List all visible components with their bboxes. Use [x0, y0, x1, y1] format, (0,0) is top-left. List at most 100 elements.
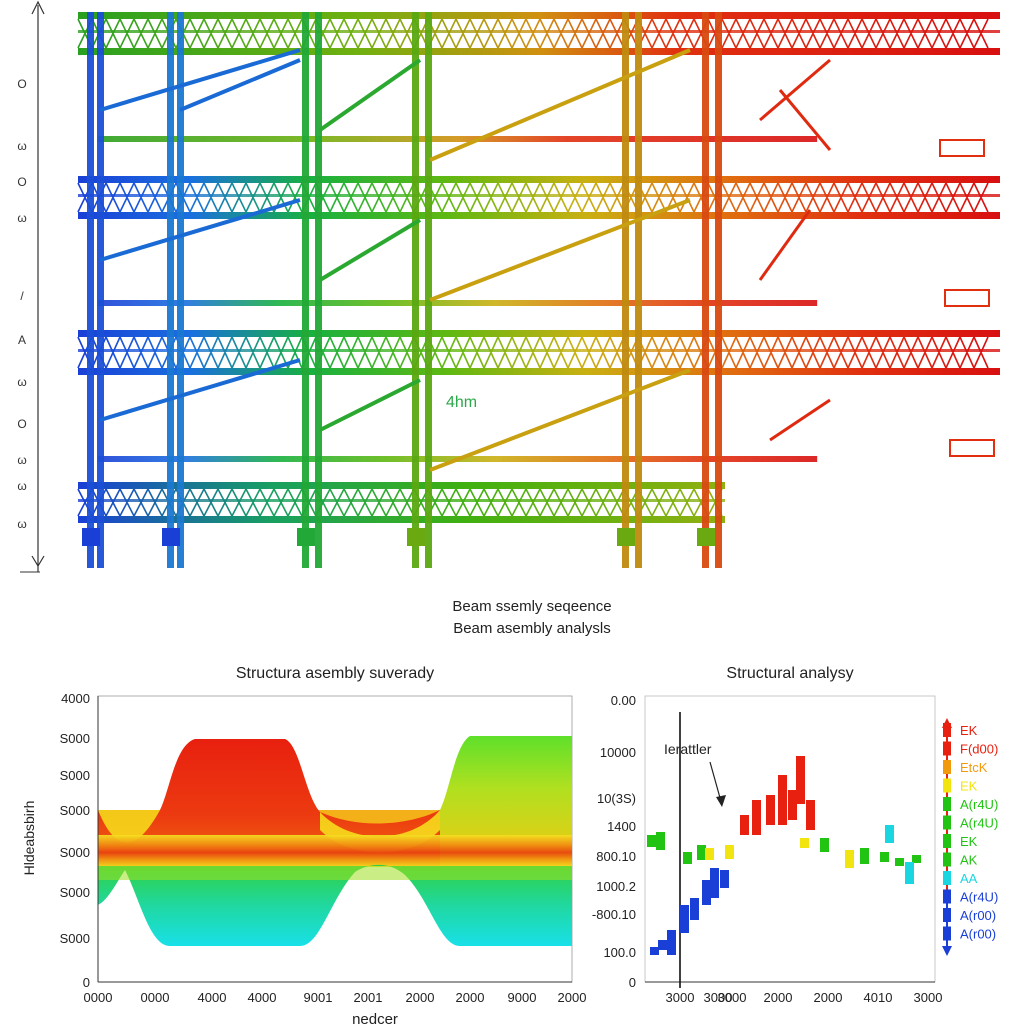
column-foot	[617, 528, 635, 546]
platform-railing	[944, 289, 990, 307]
column-foot	[297, 528, 315, 546]
heatmap-y-tick: S000	[60, 931, 90, 946]
heatmap-y-tick: S000	[60, 845, 90, 860]
legend-swatch	[943, 815, 951, 830]
bar	[705, 848, 714, 860]
bar	[650, 947, 659, 955]
platform-railing	[949, 439, 995, 457]
truss-column	[622, 12, 629, 568]
truss-column	[87, 12, 94, 568]
bar	[766, 795, 775, 825]
scene-axis-mark: ω	[17, 479, 26, 493]
heatmap-x-label: nedcer	[352, 1011, 398, 1024]
truss-column	[635, 12, 642, 568]
bar	[725, 845, 734, 859]
scene-axis-mark: O	[17, 77, 26, 91]
truss-tier	[77, 12, 1000, 142]
bar-y-tick: 10000	[600, 745, 636, 760]
legend-entry: AA	[960, 871, 978, 886]
bar	[905, 862, 914, 884]
bar-x-tick: 3000	[718, 990, 747, 1005]
column-foot	[407, 528, 425, 546]
truss-brace	[179, 58, 301, 112]
bar-series-green	[647, 832, 921, 866]
heatmap-x-tick: 2000	[558, 990, 587, 1005]
scene-axis-mark: O	[17, 417, 26, 431]
bar-x-tick: 2000	[814, 990, 843, 1005]
scene-axis-mark: ω	[17, 139, 26, 153]
truss-tier	[77, 330, 1000, 462]
truss-column	[702, 12, 709, 568]
bar-chart: Ierattler 0.001000010(3S)1400800.101000.…	[592, 693, 998, 1005]
heatmap-x-tick: 2001	[354, 990, 383, 1005]
legend-swatch	[943, 926, 951, 941]
legend-entry: EK	[960, 834, 978, 849]
caption-line-1: Beam ssemly seqeence	[452, 598, 612, 615]
scene-axis-mark: ω	[17, 375, 26, 389]
legend-swatch	[943, 760, 951, 774]
truss-brace	[429, 198, 691, 302]
legend-entry: A(r4U)	[960, 816, 998, 831]
bar	[656, 832, 665, 850]
heatmap-y-tick: 4000	[61, 691, 90, 706]
scene-axis-mark: O	[17, 175, 26, 189]
heatmap-x-tick: 0000	[84, 990, 113, 1005]
bar	[806, 800, 815, 830]
bar-x-tick: 3000	[666, 990, 695, 1005]
bar	[690, 898, 699, 920]
truss-brace	[429, 48, 691, 162]
bar-legend: EKF(d00)EtcKEKA(r4U)A(r4U)EKAKAAA(r4U)A(…	[942, 718, 998, 956]
bar	[796, 756, 805, 804]
truss-brace	[99, 198, 301, 262]
legend-entry: A(r4U)	[960, 890, 998, 905]
truss-column	[412, 12, 419, 568]
bar	[667, 930, 676, 955]
platform-railing	[939, 139, 985, 157]
bar	[740, 815, 749, 835]
legend-swatch	[943, 778, 951, 793]
caption-line-2: Beam asembly analysls	[453, 620, 611, 637]
legend-entry: EtcK	[960, 760, 988, 775]
legend-entry: F(d00)	[960, 742, 998, 757]
bar-x-tick: 4010	[864, 990, 893, 1005]
heatmap-x-tick: 2000	[406, 990, 435, 1005]
bar-y-tick: 100.0	[603, 945, 636, 960]
bar-y-tick: 10(3S)	[597, 791, 636, 806]
legend-swatch	[943, 797, 951, 811]
bar-x-tick: 2000	[764, 990, 793, 1005]
truss-column	[97, 12, 104, 568]
bar-series-yellow	[705, 838, 854, 868]
bar	[895, 858, 904, 866]
heatmap-x-tick: 9001	[304, 990, 333, 1005]
bar-y-tick: 1400	[607, 819, 636, 834]
heatmap-band-lower	[98, 864, 572, 946]
heatmap-x-tick: 0000	[141, 990, 170, 1005]
bar	[880, 852, 889, 862]
bar-y-tick: -800.10	[592, 907, 636, 922]
bar-y-tick: 800.10	[596, 849, 636, 864]
stair-element	[769, 398, 831, 442]
truss-column	[167, 12, 174, 568]
legend-swatch	[943, 834, 951, 848]
truss-column	[425, 12, 432, 568]
bar-x-tick: 3000	[704, 990, 733, 1005]
heatmap-x-tick: 2000	[456, 990, 485, 1005]
bar	[697, 845, 706, 860]
truss-brace	[99, 358, 301, 422]
truss-brace	[99, 48, 301, 112]
column-foot	[162, 528, 180, 546]
truss-brace	[318, 58, 422, 132]
bar-annotation: Ierattler	[664, 741, 712, 757]
bar-y-tick: 0	[629, 975, 636, 990]
legend-swatch	[943, 723, 951, 737]
heatmap-x-tick: 9000	[508, 990, 537, 1005]
heatmap-y-tick: S000	[60, 803, 90, 818]
heatmap-y-tick: S000	[60, 885, 90, 900]
heatmap-band-right-peak	[440, 736, 572, 866]
scene-axis-mark: ω	[17, 211, 26, 225]
bar	[658, 940, 667, 950]
bar	[778, 775, 787, 825]
truss-column	[715, 12, 722, 568]
bar	[752, 800, 761, 835]
